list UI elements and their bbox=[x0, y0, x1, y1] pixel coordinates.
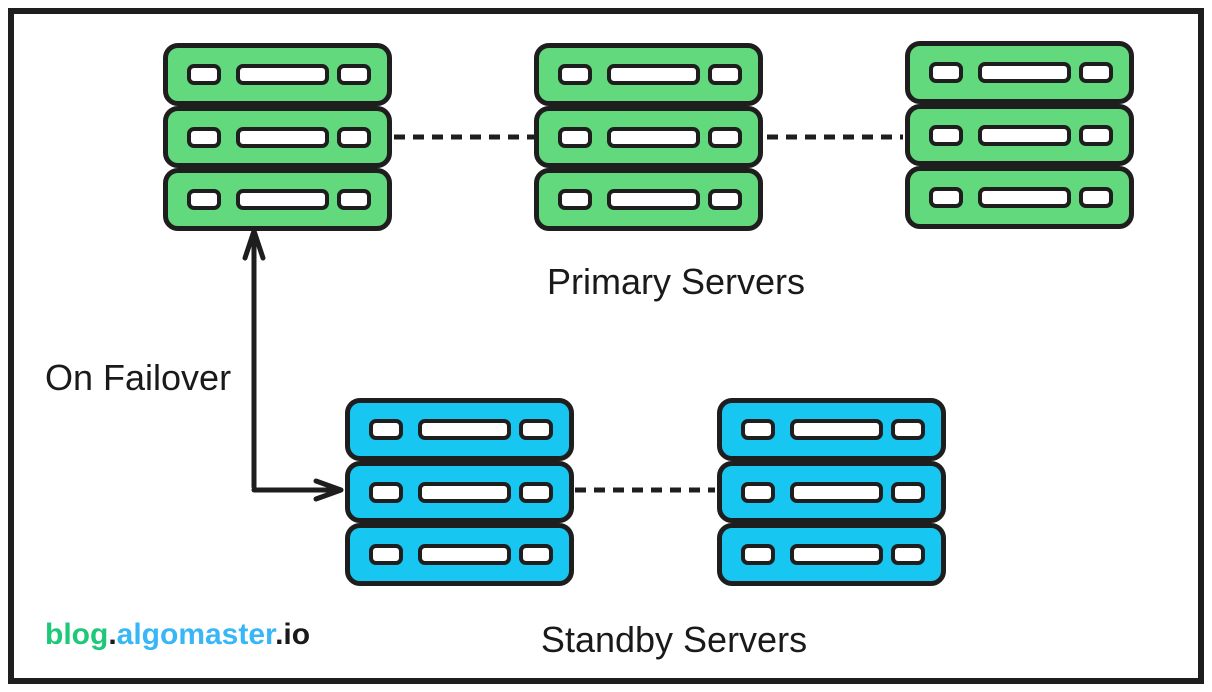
primary-server-stack-1 bbox=[163, 43, 392, 232]
server-unit bbox=[905, 166, 1134, 230]
server-drive-bay-icon bbox=[337, 126, 371, 148]
server-vent-icon bbox=[978, 187, 1071, 209]
server-drive-bay-icon bbox=[708, 189, 742, 211]
server-unit bbox=[717, 460, 946, 524]
server-drive-bay-icon bbox=[891, 481, 925, 503]
server-drive-bay-icon bbox=[337, 63, 371, 85]
brand-dot-1: . bbox=[108, 618, 117, 651]
server-drive-bay-icon bbox=[741, 544, 775, 566]
server-drive-bay-icon bbox=[187, 126, 221, 148]
server-unit bbox=[717, 398, 946, 461]
server-vent-icon bbox=[978, 61, 1071, 83]
standby-server-stack-1 bbox=[345, 398, 574, 587]
server-vent-icon bbox=[418, 418, 511, 440]
server-unit bbox=[163, 168, 392, 232]
server-unit bbox=[163, 43, 392, 106]
server-drive-bay-icon bbox=[369, 481, 403, 503]
failover-arrow-icon bbox=[242, 228, 344, 502]
server-drive-bay-icon bbox=[187, 63, 221, 85]
brand-algomaster: algomaster bbox=[116, 618, 276, 651]
server-vent-icon bbox=[418, 544, 511, 566]
server-vent-icon bbox=[790, 544, 883, 566]
server-unit bbox=[534, 168, 763, 232]
brand-io: io bbox=[283, 618, 311, 651]
server-unit bbox=[345, 523, 574, 587]
server-drive-bay-icon bbox=[187, 189, 221, 211]
server-unit bbox=[345, 460, 574, 524]
server-unit bbox=[534, 105, 763, 169]
brand-blog: blog bbox=[45, 618, 109, 651]
standby-servers-label: Standby Servers bbox=[540, 619, 808, 660]
server-vent-icon bbox=[790, 481, 883, 503]
server-vent-icon bbox=[607, 189, 700, 211]
server-vent-icon bbox=[236, 63, 329, 85]
failover-label: On Failover bbox=[45, 357, 232, 398]
server-drive-bay-icon bbox=[1079, 61, 1113, 83]
server-drive-bay-icon bbox=[708, 126, 742, 148]
brand-logo: blog.algomaster.io bbox=[45, 620, 310, 650]
primary-server-stack-2 bbox=[534, 43, 763, 232]
server-drive-bay-icon bbox=[929, 187, 963, 209]
server-drive-bay-icon bbox=[708, 63, 742, 85]
primary-servers-label: Primary Servers bbox=[546, 261, 806, 302]
server-unit bbox=[163, 105, 392, 169]
server-drive-bay-icon bbox=[891, 544, 925, 566]
server-drive-bay-icon bbox=[558, 189, 592, 211]
server-drive-bay-icon bbox=[891, 418, 925, 440]
server-drive-bay-icon bbox=[1079, 187, 1113, 209]
primary-server-stack-3 bbox=[905, 41, 1134, 230]
server-vent-icon bbox=[978, 124, 1071, 146]
server-drive-bay-icon bbox=[519, 544, 553, 566]
server-drive-bay-icon bbox=[369, 418, 403, 440]
server-vent-icon bbox=[418, 481, 511, 503]
server-drive-bay-icon bbox=[741, 481, 775, 503]
server-drive-bay-icon bbox=[369, 544, 403, 566]
server-vent-icon bbox=[236, 189, 329, 211]
server-vent-icon bbox=[607, 126, 700, 148]
server-drive-bay-icon bbox=[558, 126, 592, 148]
server-vent-icon bbox=[236, 126, 329, 148]
server-drive-bay-icon bbox=[558, 63, 592, 85]
server-drive-bay-icon bbox=[519, 418, 553, 440]
server-unit bbox=[717, 523, 946, 587]
server-unit bbox=[534, 43, 763, 106]
server-vent-icon bbox=[790, 418, 883, 440]
brand-dot-2: . bbox=[275, 618, 284, 651]
server-drive-bay-icon bbox=[929, 124, 963, 146]
server-vent-icon bbox=[607, 63, 700, 85]
standby-server-stack-2 bbox=[717, 398, 946, 587]
server-drive-bay-icon bbox=[741, 418, 775, 440]
server-drive-bay-icon bbox=[519, 481, 553, 503]
server-unit bbox=[345, 398, 574, 461]
server-unit bbox=[905, 41, 1134, 104]
server-unit bbox=[905, 103, 1134, 167]
server-drive-bay-icon bbox=[1079, 124, 1113, 146]
server-drive-bay-icon bbox=[929, 61, 963, 83]
server-drive-bay-icon bbox=[337, 189, 371, 211]
